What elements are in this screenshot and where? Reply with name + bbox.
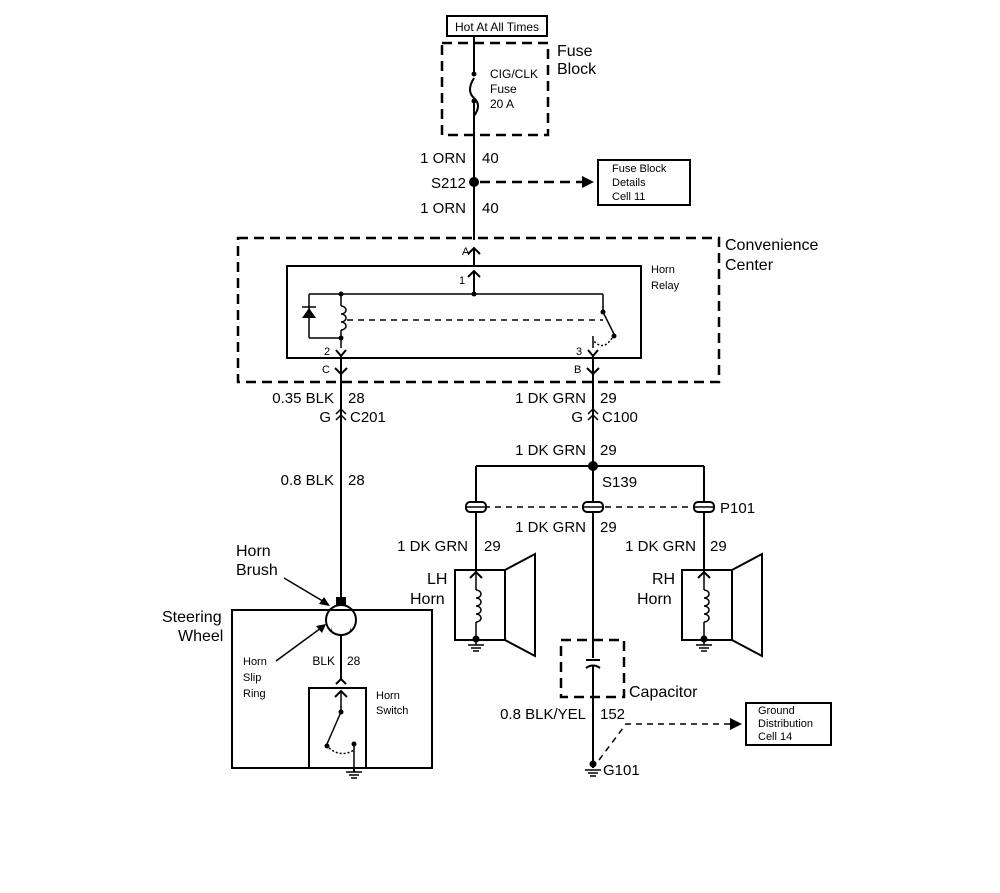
- ground-ref-text-3: Cell 14: [758, 731, 792, 743]
- convenience-center-label: Convenience: [725, 237, 819, 254]
- pack-connector-lh-icon: [465, 501, 487, 513]
- lh-horn-label: LH: [427, 571, 447, 588]
- fuse-block-ref-text-1: Fuse Block: [612, 163, 667, 175]
- ground-distribution-ref[interactable]: [745, 702, 832, 746]
- horn-brush-label-2: Brush: [236, 562, 278, 579]
- wire-1-dk-grn-rh: 1 DK GRN: [625, 538, 696, 555]
- wire-1-dk-grn-a: 1 DK GRN: [515, 390, 586, 407]
- horn-switch-contact: [326, 711, 342, 745]
- circuit-29-center: 29: [600, 519, 617, 536]
- relay-pin-1: 1: [459, 275, 465, 287]
- circuit-40-lower: 40: [482, 200, 499, 217]
- horn-switch-label: Horn: [376, 690, 400, 702]
- ground-ref-text-1: Ground: [758, 705, 795, 717]
- horn-relay-label: Horn: [651, 264, 675, 276]
- relay-pin-3: 3: [576, 346, 582, 358]
- wire-1-orn-upper: 1 ORN: [420, 150, 466, 167]
- fuse-rating: 20 A: [490, 97, 514, 111]
- wire-1-dk-grn-b: 1 DK GRN: [515, 442, 586, 459]
- c100-pin-g: G: [571, 409, 583, 426]
- pack-connector-center-icon: [582, 501, 604, 513]
- wire-08-blk-yel: 0.8 BLK/YEL: [500, 706, 586, 723]
- splice-s139: [588, 461, 598, 471]
- horn-brush-icon: [336, 597, 346, 606]
- horn-brush-label: Horn: [236, 543, 271, 560]
- fuse-block-ref-text-2: Details: [612, 177, 646, 189]
- connector-c201-icon: [335, 407, 347, 421]
- ground-ref-text-2: Distribution: [758, 718, 813, 730]
- fuse-block-label: Fuse: [557, 43, 593, 60]
- circuit-29-a: 29: [600, 390, 617, 407]
- circuit-28-a: 28: [348, 390, 365, 407]
- rh-horn-label-2: Horn: [637, 591, 672, 608]
- splice-s212-label: S212: [431, 175, 466, 192]
- connector-c100: C100: [602, 409, 638, 426]
- horn-slip-label-3: Ring: [243, 688, 266, 700]
- relay-pin-2: 2: [324, 346, 330, 358]
- ground-icon-g101: [585, 769, 601, 777]
- circuit-29-rh: 29: [710, 538, 727, 555]
- fuse-block-outline: [440, 41, 550, 137]
- c201-pin-g: G: [319, 409, 331, 426]
- relay-coil-icon: [340, 305, 347, 331]
- circuit-28-b: 28: [348, 472, 365, 489]
- relay-contact-arm: [602, 311, 615, 335]
- horn-relay-label-2: Relay: [651, 280, 680, 292]
- diode-icon: [302, 308, 316, 318]
- wire-1-dk-grn-lh: 1 DK GRN: [397, 538, 468, 555]
- fuse-block-details-ref[interactable]: [597, 159, 691, 206]
- lh-horn-label-2: Horn: [410, 591, 445, 608]
- horn-slip-label: Horn: [243, 656, 267, 668]
- arrow-right-icon: [582, 176, 594, 188]
- wire-1-dk-grn-center: 1 DK GRN: [515, 519, 586, 536]
- terminal-a: A: [462, 246, 470, 258]
- wire-blk: BLK: [312, 654, 335, 668]
- hot-at-all-times-box: [446, 15, 548, 37]
- capacitor-label: Capacitor: [629, 684, 698, 701]
- connector-c100-icon: [587, 407, 599, 421]
- rh-horn-label: RH: [652, 571, 675, 588]
- wire-035-blk: 0.35 BLK: [272, 390, 334, 407]
- circuit-29-lh: 29: [484, 538, 501, 555]
- fuse-icon: [469, 77, 479, 117]
- circuit-40-upper: 40: [482, 150, 499, 167]
- horn-slip-label-2: Slip: [243, 672, 261, 684]
- splice-s212: [469, 177, 479, 187]
- lh-horn-icon: [454, 552, 536, 658]
- capacitor-icon: [585, 659, 601, 669]
- terminal-c: C: [322, 364, 330, 376]
- fuse-block-ref-text-3: Cell 11: [612, 191, 645, 203]
- convenience-center-outline: [236, 236, 721, 384]
- circuit-28-c: 28: [347, 654, 361, 668]
- pack-p101-label: P101: [720, 500, 755, 517]
- steering-wheel-label-2: Wheel: [178, 628, 223, 645]
- fuse-block-label-2: Block: [557, 61, 597, 78]
- horn-switch-box: [308, 687, 367, 769]
- ground-g101-label: G101: [603, 762, 640, 779]
- rh-horn-icon: [681, 552, 763, 658]
- horn-switch-label-2: Switch: [376, 705, 408, 717]
- ground-icon-switch: [346, 768, 362, 779]
- circuit-152: 152: [600, 706, 625, 723]
- pack-connector-rh-icon: [693, 501, 715, 513]
- circuit-29-b: 29: [600, 442, 617, 459]
- wire-08-blk: 0.8 BLK: [281, 472, 334, 489]
- wire-1-orn-lower: 1 ORN: [420, 200, 466, 217]
- hot-at-all-times-label: Hot At All Times: [455, 20, 539, 34]
- arrow-right-icon-2: [730, 718, 742, 730]
- convenience-center-label-2: Center: [725, 257, 774, 274]
- fuse-name-2: Fuse: [490, 82, 517, 96]
- fuse-name: CIG/CLK: [490, 67, 538, 81]
- splice-s139-label: S139: [602, 474, 637, 491]
- horn-relay-box: [286, 265, 642, 359]
- terminal-b: B: [574, 364, 581, 376]
- connector-c201: C201: [350, 409, 386, 426]
- steering-wheel-label: Steering: [162, 609, 222, 626]
